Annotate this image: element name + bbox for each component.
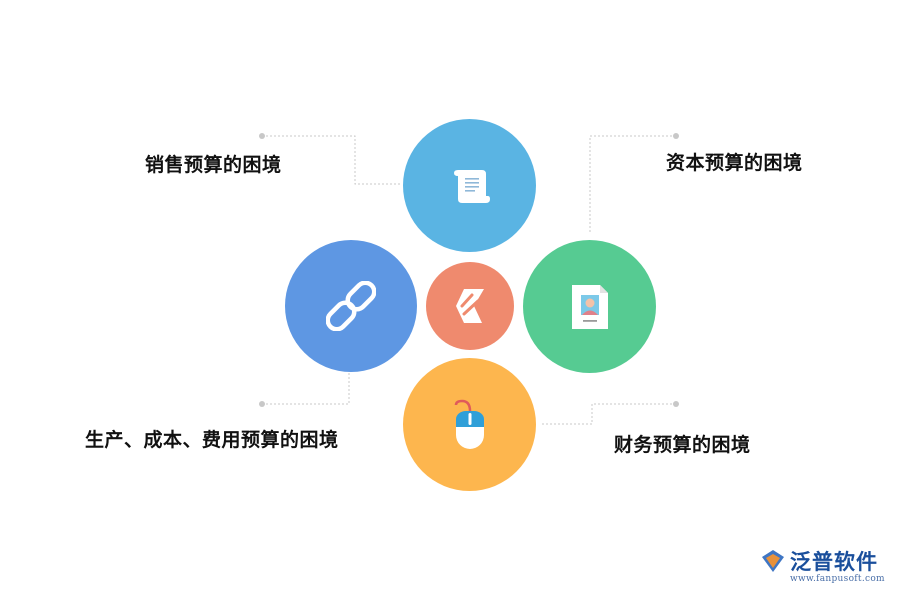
center-circle <box>426 262 514 350</box>
brand-watermark: 泛普软件 www.fanpusoft.com <box>760 546 890 592</box>
node-left-circle <box>285 240 417 372</box>
connector-sales <box>262 135 402 185</box>
brand-logo-icon <box>456 289 484 323</box>
connector-dot <box>673 401 679 407</box>
label-capital-budget: 资本预算的困境 <box>666 152 803 174</box>
connector-capital <box>589 135 676 234</box>
label-sales-budget: 销售预算的困境 <box>145 154 282 176</box>
node-top-circle <box>403 119 536 252</box>
connector-production <box>262 371 350 405</box>
connector-finance <box>540 403 676 425</box>
brand-url: www.fanpusoft.com <box>790 574 885 584</box>
link-icon <box>326 281 376 331</box>
label-finance-budget: 财务预算的困境 <box>614 434 751 456</box>
brand-name: 泛普软件 <box>790 550 878 574</box>
connector-dot <box>259 401 265 407</box>
label-production-budget: 生产、成本、费用预算的困境 <box>85 429 339 451</box>
node-right-circle <box>523 240 656 373</box>
node-bottom-circle <box>403 358 536 491</box>
connector-dot <box>673 133 679 139</box>
mouse-icon <box>454 399 484 449</box>
id-card-icon <box>571 284 608 329</box>
scroll-icon <box>453 169 490 203</box>
connector-dot <box>259 133 265 139</box>
brand-mark-icon <box>762 550 784 572</box>
